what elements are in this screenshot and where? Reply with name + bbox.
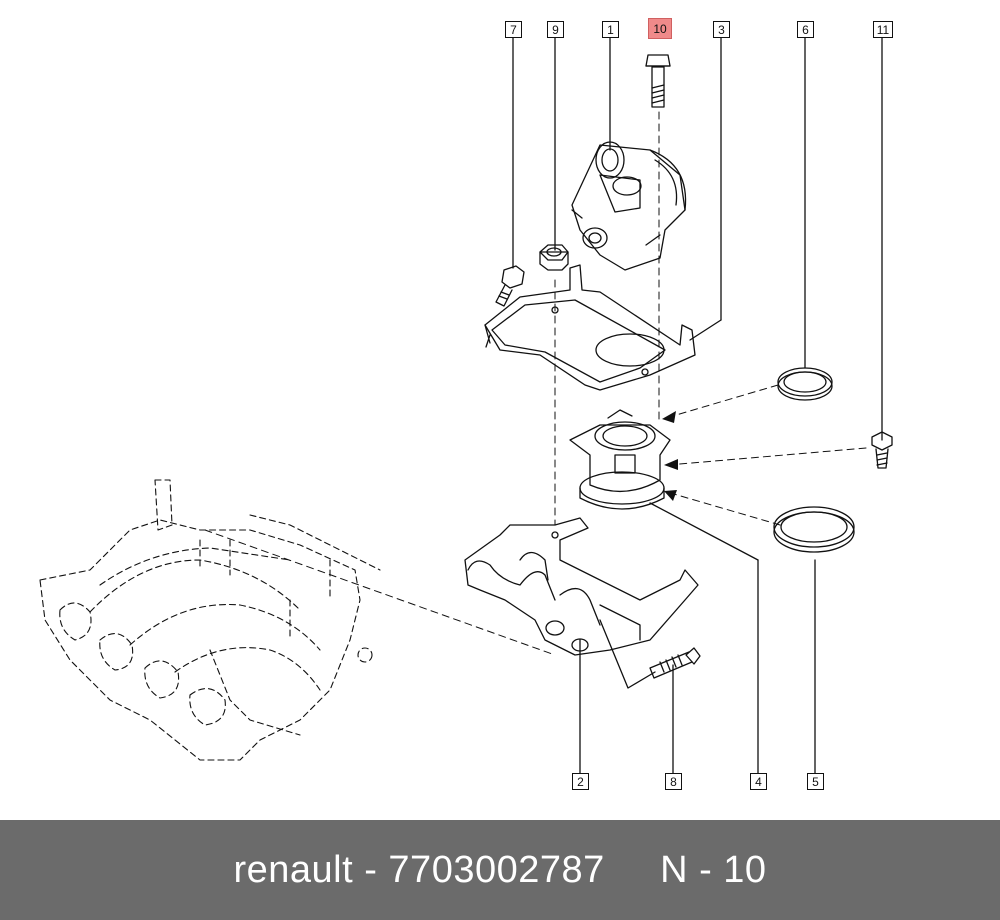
part-number: 7703002787 bbox=[388, 849, 605, 891]
leader-lines bbox=[512, 36, 883, 774]
callout-7: 7 bbox=[505, 21, 522, 38]
callout-8: 8 bbox=[665, 773, 682, 790]
bolt-part-10 bbox=[645, 54, 671, 108]
nut-part-9 bbox=[539, 244, 569, 271]
brand-name: renault bbox=[233, 849, 354, 891]
arrow-heads bbox=[662, 411, 678, 501]
o-ring-part-6 bbox=[777, 367, 833, 401]
adapter-spacer-part-4 bbox=[569, 409, 671, 510]
intake-manifold-assembly bbox=[39, 479, 381, 761]
assembly-lines bbox=[204, 111, 867, 656]
gap bbox=[605, 849, 660, 891]
callout-9: 9 bbox=[547, 21, 564, 38]
callout-11: 11 bbox=[873, 21, 893, 38]
callout-3: 3 bbox=[713, 21, 730, 38]
callout-5: 5 bbox=[807, 773, 824, 790]
bolt-part-7 bbox=[495, 265, 525, 307]
bolt-part-11 bbox=[871, 431, 893, 469]
exploded-parts-diagram bbox=[39, 36, 893, 774]
position-label: N - 10 bbox=[660, 849, 767, 891]
callout-10-highlighted: 10 bbox=[648, 18, 672, 39]
separator: - bbox=[353, 849, 389, 891]
bolt-part-8 bbox=[599, 619, 701, 689]
callout-6: 6 bbox=[797, 21, 814, 38]
part-caption-bar: renault - 7703002787 N - 10 bbox=[0, 820, 1000, 920]
manifold-section-part-2 bbox=[464, 517, 699, 656]
throttle-body-part-1 bbox=[571, 141, 687, 271]
callout-4: 4 bbox=[750, 773, 767, 790]
callout-1: 1 bbox=[602, 21, 619, 38]
large-o-ring-part-5 bbox=[773, 506, 855, 553]
callout-2: 2 bbox=[572, 773, 589, 790]
gasket-plate-part-3 bbox=[484, 264, 696, 391]
